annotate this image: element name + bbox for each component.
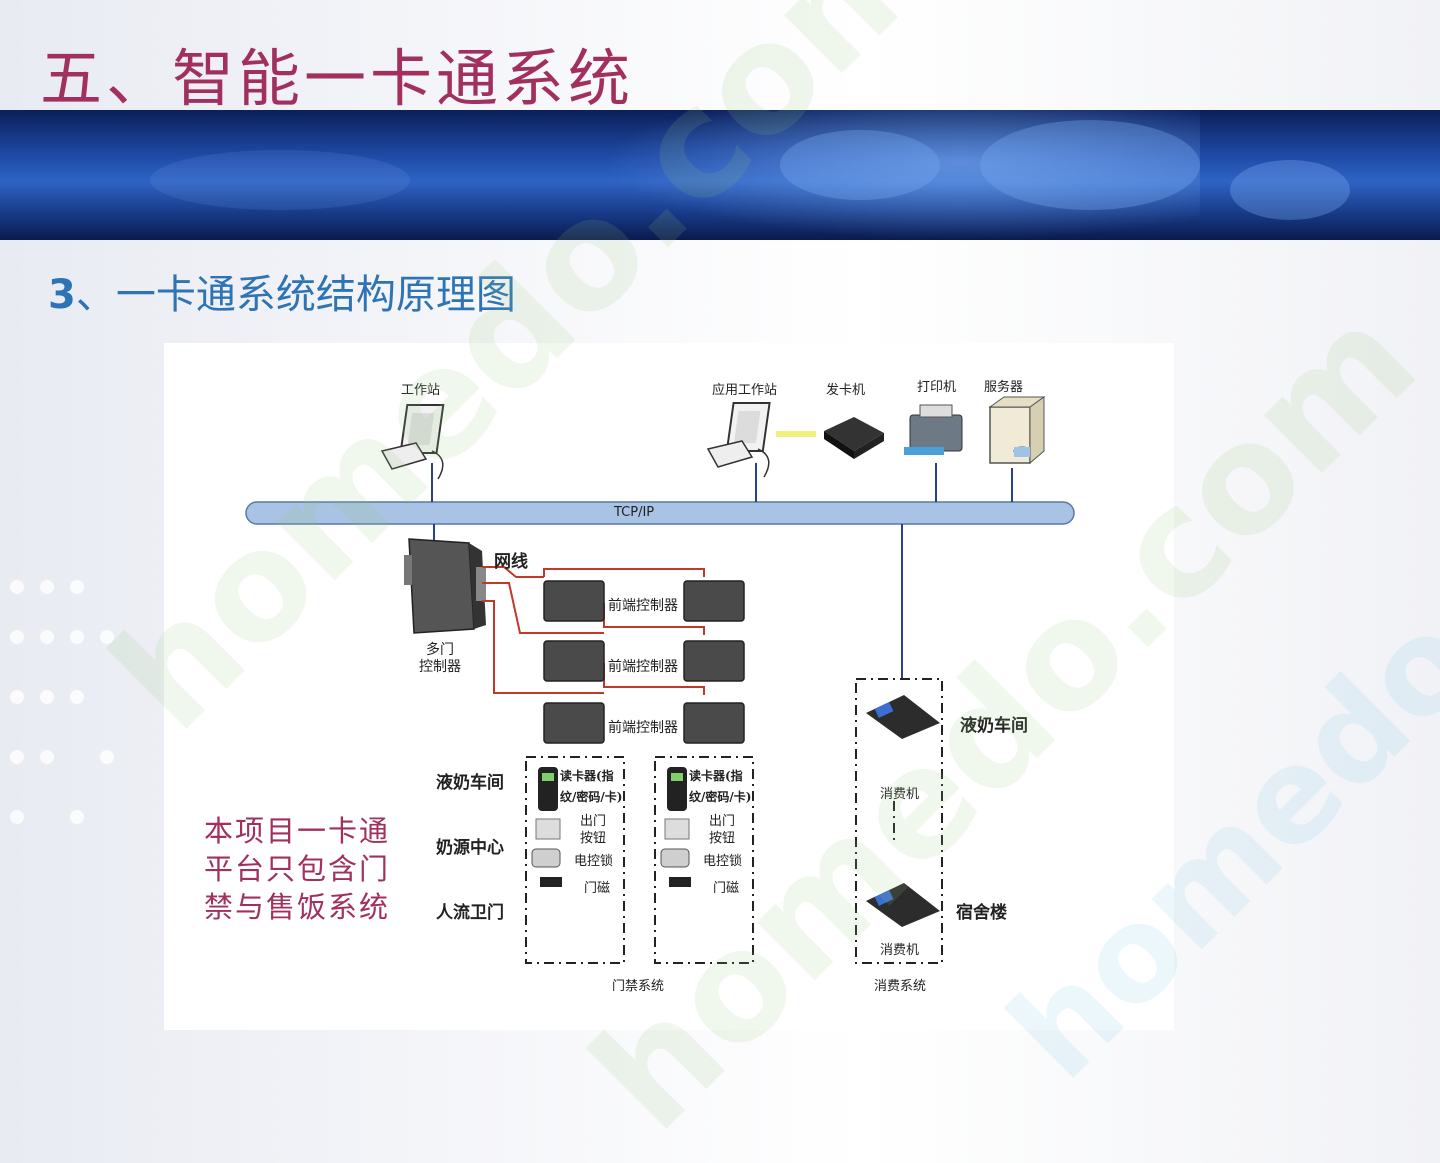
- location-label-1: 液奶车间: [436, 773, 504, 793]
- consume-machine-label-1: 消费机: [880, 787, 920, 802]
- reader-label-1b: 纹/密码/卡): [560, 790, 623, 804]
- section-subtitle: 3、一卡通系统结构原理图: [48, 272, 516, 318]
- tcp-ip-bus: [245, 501, 1075, 525]
- exit-button-label-1b: 按钮: [580, 831, 607, 846]
- multi-door-label-2: 控制器: [419, 659, 461, 675]
- workstation-icon: [380, 404, 445, 480]
- app-workstation-label: 应用工作站: [712, 383, 778, 398]
- consume-system-label: 消费系统: [874, 979, 927, 994]
- multi-door-controller-icon: [404, 538, 486, 634]
- electric-lock-label-1: 电控锁: [574, 854, 614, 869]
- access-system-label: 门禁系统: [612, 979, 665, 994]
- exit-button-icon-2: [664, 818, 690, 840]
- server-label: 服务器: [984, 380, 1024, 395]
- access-boxes: [525, 756, 754, 964]
- note-line-1: 本项目一卡通: [204, 814, 391, 848]
- printer-label: 打印机: [917, 380, 957, 395]
- exit-button-label-1a: 出门: [580, 814, 607, 829]
- exit-button-label-2a: 出门: [709, 814, 736, 829]
- note-line-2: 平台只包含门: [204, 852, 391, 886]
- consume-machine-icon-2: [866, 883, 940, 927]
- reader-label-2a: 读卡器(指: [689, 769, 743, 783]
- tcp-ip-label: TCP/IP: [614, 505, 655, 520]
- app-workstation-icon: [706, 402, 816, 478]
- header-banner: [0, 110, 1440, 240]
- location-label-3: 人流卫门: [436, 903, 504, 923]
- door-magnet-label-2: 门磁: [713, 881, 740, 896]
- door-magnet-icon-2: [669, 877, 691, 887]
- card-issuer-label: 发卡机: [826, 383, 866, 398]
- decorative-dots: [0, 560, 160, 980]
- workstation-label: 工作站: [401, 383, 441, 398]
- note-line-3: 禁与售饭系统: [204, 890, 391, 924]
- electric-lock-label-2: 电控锁: [703, 854, 743, 869]
- card-issuer-icon: [824, 417, 884, 459]
- exit-button-icon-1: [535, 818, 561, 840]
- consume-site-2-label: 宿舍楼: [956, 903, 1007, 923]
- door-magnet-label-1: 门磁: [584, 881, 611, 896]
- scope-note: 本项目一卡通 平台只包含门 禁与售饭系统: [204, 812, 404, 926]
- reader-label-2b: 纹/密码/卡): [689, 790, 752, 804]
- electric-lock-icon-1: [531, 848, 561, 868]
- front-controller-boxes: [543, 580, 745, 744]
- network-cable-label: 网线: [494, 552, 528, 572]
- diagram-canvas: [245, 396, 1075, 964]
- consume-machine-icon-1: [866, 695, 940, 739]
- consume-site-1-label: 液奶车间: [960, 716, 1028, 736]
- server-icon: [988, 396, 1046, 465]
- front-controller-label-2: 前端控制器: [608, 659, 678, 675]
- reader-label-1a: 读卡器(指: [560, 769, 614, 783]
- front-controller-label-1: 前端控制器: [608, 598, 678, 614]
- reader-icon-1: [538, 767, 558, 811]
- consume-machine-label-2: 消费机: [880, 943, 920, 958]
- front-controller-label-3: 前端控制器: [608, 720, 678, 736]
- multi-door-label-1: 多门: [426, 642, 454, 658]
- door-magnet-icon-1: [540, 877, 562, 887]
- exit-button-label-2b: 按钮: [709, 831, 736, 846]
- reader-icon-2: [667, 767, 687, 811]
- electric-lock-icon-2: [660, 848, 690, 868]
- consume-box: [855, 678, 943, 964]
- printer-icon: [904, 404, 963, 455]
- slide-title: 五、智能一卡通系统: [40, 42, 635, 115]
- system-diagram: 工作站 应用工作站 发卡机 打印机 服务器 TCP/IP 网线 多门 控制器 前…: [164, 343, 1174, 1030]
- location-label-2: 奶源中心: [436, 838, 504, 858]
